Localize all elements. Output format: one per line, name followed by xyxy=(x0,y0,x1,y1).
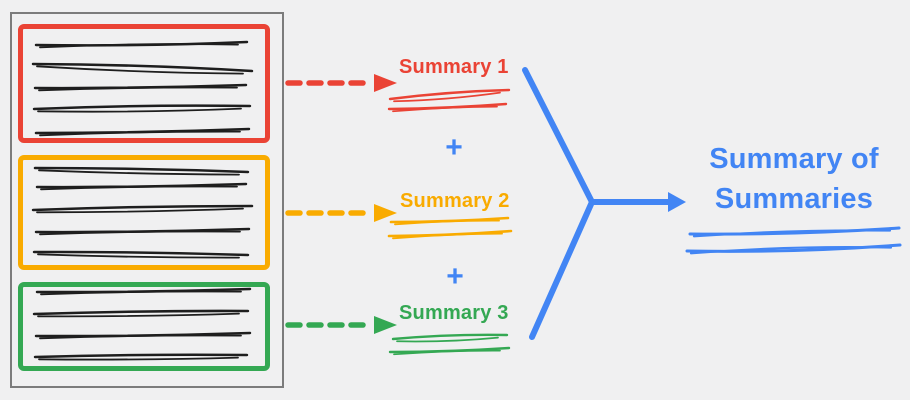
document-text-line xyxy=(37,107,242,113)
result-scribble xyxy=(692,229,892,238)
summary-1-label: Summary 1 xyxy=(399,56,509,78)
document-text-line xyxy=(32,250,250,257)
merge-line-top xyxy=(522,67,595,205)
source-document xyxy=(10,12,284,388)
document-text-line xyxy=(36,65,244,75)
summary-2-scribble xyxy=(394,219,500,226)
orange-arrowhead-icon xyxy=(374,204,397,222)
result-scribble xyxy=(689,246,893,255)
red-arrowhead-icon xyxy=(374,74,397,92)
summary-3-scribble xyxy=(391,333,509,341)
document-text-line xyxy=(31,204,254,212)
document-text-line xyxy=(33,353,249,359)
document-text-line xyxy=(31,62,254,73)
summary-3-scribble xyxy=(396,336,499,343)
document-chunk-3 xyxy=(18,282,270,371)
document-text-line xyxy=(33,166,250,174)
summary-3-scribble xyxy=(393,349,501,356)
document-text-line xyxy=(36,207,244,214)
merge-line-bottom xyxy=(529,199,595,340)
document-text-line xyxy=(32,104,252,111)
document-chunk-2 xyxy=(18,155,270,270)
summary-3-label: Summary 3 xyxy=(399,302,509,324)
document-text-line xyxy=(39,43,239,49)
document-text-line xyxy=(38,86,238,92)
plus-sign-1: + xyxy=(445,131,463,164)
document-text-line xyxy=(38,356,239,361)
summary-1-scribble xyxy=(392,105,498,113)
summary-2-label: Summary 2 xyxy=(400,190,510,212)
summary-2-scribble xyxy=(392,232,503,240)
document-text-line xyxy=(40,185,238,191)
document-text-line xyxy=(39,130,241,137)
document-text-line xyxy=(37,312,240,318)
green-arrowhead-icon xyxy=(374,316,397,334)
summary-1-scribble xyxy=(388,88,511,101)
document-text-line xyxy=(39,230,241,236)
document-text-line xyxy=(37,253,240,259)
plus-sign-2: + xyxy=(446,260,464,293)
summary-of-summaries-label: Summary of Summaries xyxy=(709,143,879,215)
document-text-line xyxy=(32,309,250,316)
document-text-line xyxy=(38,169,240,176)
document-text-line xyxy=(40,290,242,296)
merge-arrowhead-icon xyxy=(668,192,686,212)
document-text-line xyxy=(39,334,242,340)
summary-1-scribble xyxy=(393,91,501,103)
document-chunk-1 xyxy=(18,24,270,143)
